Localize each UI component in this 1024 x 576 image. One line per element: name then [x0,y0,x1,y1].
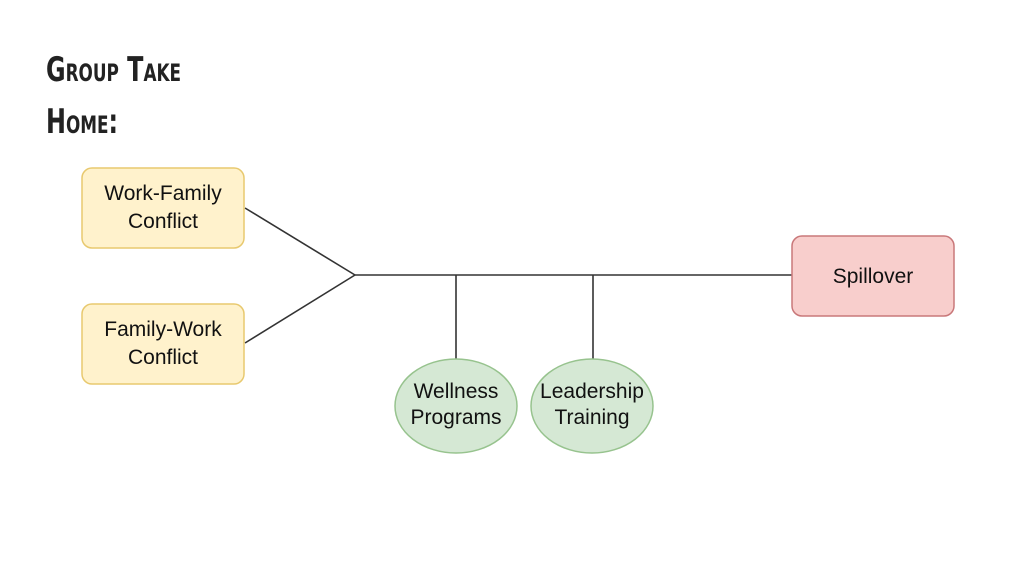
node-leadership-label-2: Training [554,406,629,429]
node-work-family-label-2: Conflict [128,210,198,233]
node-family-work-label-2: Conflict [128,346,198,369]
node-family-work-box [81,303,245,385]
node-leadership-label-1: Leadership [540,380,644,403]
node-wellness-programs: Wellness Programs [394,358,518,454]
node-wellness-label-2: Programs [410,406,501,429]
node-family-work-label-1: Family-Work [104,318,222,341]
node-leadership-training: Leadership Training [530,358,654,454]
title-line-2: Home: [46,102,119,142]
node-work-family-conflict: Work-Family Conflict [81,167,245,249]
connectors [244,207,792,360]
edge-work-family-to-junction [244,207,356,276]
node-family-work-conflict: Family-Work Conflict [81,303,245,385]
node-work-family-box [81,167,245,249]
page-title: Group Take Home: [46,44,280,148]
node-work-family-label-1: Work-Family [104,182,222,205]
title-line-1: Group Take [46,50,182,90]
node-leadership-ellipse [530,358,654,454]
node-spillover: Spillover [791,235,955,317]
node-spillover-label: Spillover [833,265,914,288]
node-wellness-label-1: Wellness [414,380,499,403]
node-wellness-ellipse [394,358,518,454]
edge-family-work-to-junction [244,274,356,344]
node-spillover-box [791,235,955,317]
